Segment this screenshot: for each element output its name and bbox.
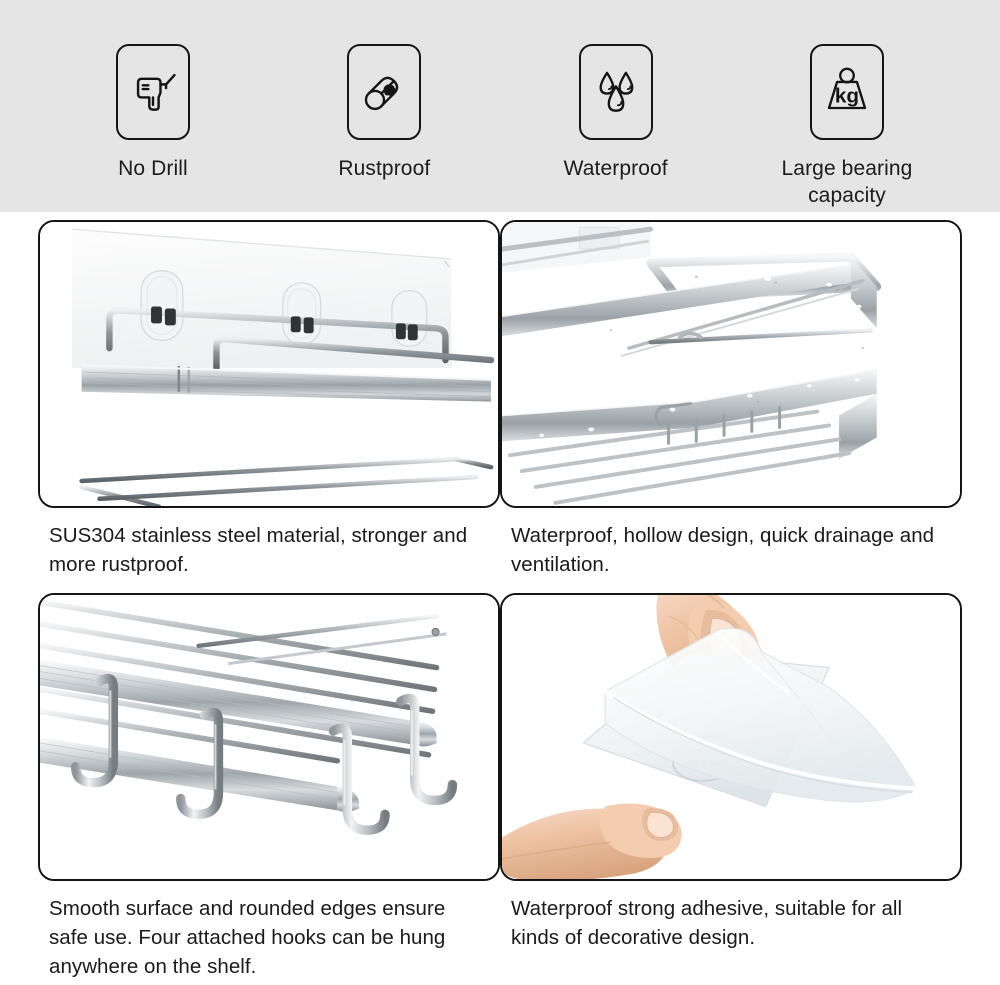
row-spacer bbox=[38, 579, 500, 593]
row-spacer bbox=[500, 579, 962, 593]
panel-smooth-surface-hooks: Smooth surface and rounded edges ensure … bbox=[38, 593, 500, 981]
wet-shelf-drainage-photo bbox=[500, 220, 962, 508]
panel-caption: Smooth surface and rounded edges ensure … bbox=[49, 897, 446, 978]
feature-highlight-band: No Drill Rustproof bbox=[0, 0, 1000, 212]
panel-waterproof-adhesive: Waterproof strong adhesive, suitable for… bbox=[500, 593, 962, 981]
panel-waterproof-drainage: Waterproof, hollow design, quick drainag… bbox=[500, 220, 962, 579]
panel-caption: SUS304 stainless steel material, stronge… bbox=[49, 524, 468, 576]
water-drops-icon bbox=[589, 63, 643, 122]
feature-icon-frame bbox=[347, 44, 422, 140]
kg-weight-icon: kg bbox=[820, 63, 874, 122]
kg-badge-text: kg bbox=[835, 84, 859, 107]
feature-icon-frame: kg bbox=[809, 44, 884, 140]
feature-rustproof: Rustproof bbox=[289, 44, 479, 182]
shelf-adhesive-wall-mount-photo bbox=[38, 220, 500, 508]
feature-large-bearing-capacity: kg Large bearing capacity bbox=[752, 44, 942, 209]
panel-caption: Waterproof strong adhesive, suitable for… bbox=[511, 897, 903, 949]
feature-icon-frame bbox=[578, 44, 653, 140]
feature-waterproof: Waterproof bbox=[521, 44, 711, 182]
drill-icon bbox=[125, 62, 181, 123]
feature-label: Large bearing capacity bbox=[781, 157, 913, 207]
rust-pipe-icon bbox=[357, 63, 411, 122]
panel-caption: Waterproof, hollow design, quick drainag… bbox=[511, 524, 935, 576]
hands-peeling-adhesive-sticker-photo bbox=[500, 593, 962, 881]
feature-label: Waterproof bbox=[563, 157, 668, 180]
feature-icon-frame bbox=[116, 44, 190, 140]
panel-sus304-material: SUS304 stainless steel material, stronge… bbox=[38, 220, 500, 579]
shelf-with-four-hooks-photo bbox=[38, 593, 500, 881]
product-feature-panels: SUS304 stainless steel material, stronge… bbox=[0, 212, 1000, 981]
feature-label: No Drill bbox=[118, 157, 188, 180]
feature-no-drill: No Drill bbox=[58, 44, 248, 182]
feature-label: Rustproof bbox=[338, 157, 431, 180]
